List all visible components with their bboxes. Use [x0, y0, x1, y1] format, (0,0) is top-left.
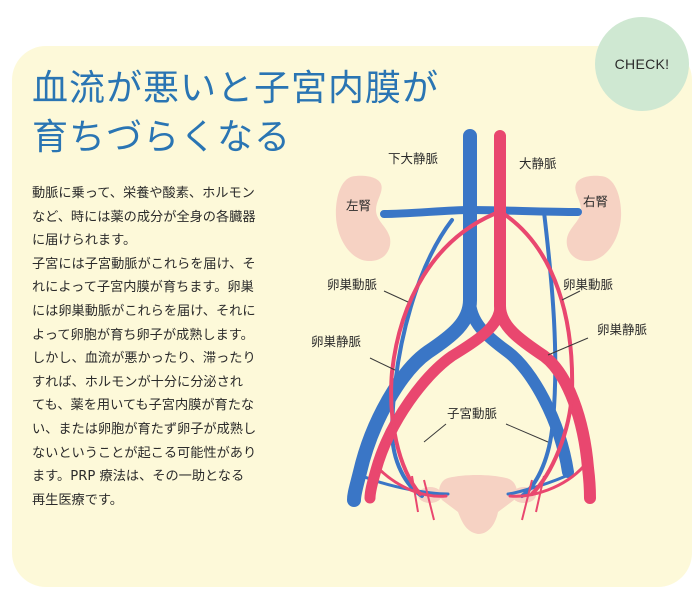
left-uterine-vessel-branch — [411, 475, 419, 513]
body-line: い、または卵胞が育たず卵子が成熟し — [32, 421, 257, 437]
body-line: 動脈に乗って、栄養や酸素、ホルモン — [32, 186, 255, 201]
label-ovarian-artery-right: 卵巣動脈 — [563, 277, 614, 292]
label-ovarian-vein-left: 卵巣静脈 — [311, 334, 362, 349]
body-line: など、時には薬の成分が全身の各臓器 — [32, 209, 256, 225]
left-ovarian-artery — [389, 212, 496, 496]
right-ovarian-artery — [502, 212, 575, 496]
right-kidney — [566, 175, 622, 262]
right-uterine-artery — [508, 464, 586, 498]
body-line: よって卵胞が育ち卵子が成熟します。 — [32, 327, 254, 343]
aorta-left-branch — [364, 300, 506, 504]
leader-uterine-artery-left — [423, 423, 447, 443]
check-badge: CHECK! — [595, 17, 689, 111]
right-ovarian-vein — [520, 210, 558, 498]
ivc-right-branch — [464, 294, 574, 478]
label-aorta: 大静脈 — [519, 156, 557, 171]
body-text: 動脈に乗って、栄養や酸素、ホルモン など、時には薬の成分が全身の各臓器 に届けら… — [32, 182, 304, 512]
leader-ovarian-vein-right — [547, 337, 589, 356]
body-line: しかし、血流が悪かったり、滞ったり — [32, 351, 256, 367]
right-renal-vein — [466, 206, 582, 216]
label-left-kidney: 左腎 — [346, 198, 371, 213]
leader-uterine-artery-right — [505, 423, 549, 443]
body-line: には卵巣動脈がこれらを届け、それに — [32, 303, 256, 319]
label-inferior-vena-cava: 下大静脈 — [388, 151, 439, 166]
label-ovarian-artery-left: 卵巣動脈 — [327, 277, 378, 292]
leader-ovarian-artery-left — [383, 290, 409, 303]
body-line: ないということが起こる可能性があり — [32, 445, 257, 461]
left-uterine-vessel-branch — [423, 479, 435, 521]
body-line: れによって子宮内膜が育ちます。卵巣 — [32, 280, 254, 296]
right-uterine-vessel-branch — [535, 475, 545, 513]
left-renal-vein — [380, 206, 474, 218]
right-uterine-vein — [506, 474, 568, 496]
title-line-2: 育ちづらくなる — [32, 117, 292, 158]
leader-ovarian-vein-left — [369, 357, 396, 371]
aorta — [493, 130, 596, 504]
title-line-1: 血流が悪いと子宮内膜が — [32, 68, 440, 109]
check-badge-label: CHECK! — [614, 56, 670, 72]
body-line: 子宮には子宮動脈がこれらを届け、そ — [32, 256, 256, 272]
left-uterine-artery — [376, 466, 448, 498]
inferior-vena-cava — [347, 129, 478, 507]
label-uterine-artery: 子宮動脈 — [447, 406, 498, 421]
leader-ovarian-artery-right — [561, 290, 581, 301]
left-kidney — [335, 175, 391, 262]
body-line: ます。PRP 療法は、その一助となる — [32, 469, 245, 485]
body-line: に届けられます。 — [32, 233, 137, 249]
body-line: 再生医療です。 — [32, 492, 123, 508]
body-line: すれば、ホルモンが十分に分泌され — [32, 374, 243, 390]
uterus — [439, 475, 517, 534]
right-uterine-vessel-branch — [521, 479, 533, 521]
label-ovarian-vein-right: 卵巣静脈 — [597, 322, 648, 337]
page-title: 血流が悪いと子宮内膜が 育ちづらくなる — [32, 64, 439, 162]
label-right-kidney: 右腎 — [583, 194, 608, 209]
body-line: ても、薬を用いても子宮内膜が育たな — [32, 398, 255, 414]
left-ovarian-vein — [389, 218, 454, 498]
